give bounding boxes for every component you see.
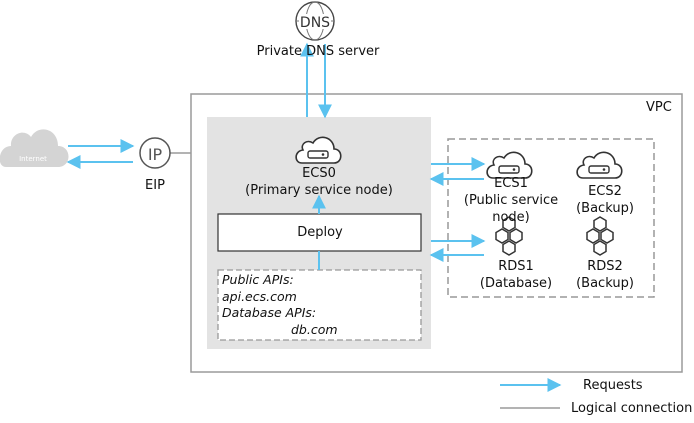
ecs1-role-line1: (Public service [463, 193, 559, 208]
ecs2-name: ECS2 [588, 184, 622, 199]
vpc-label: VPC [646, 100, 672, 115]
legend-logical-label: Logical connection [571, 401, 693, 416]
public-apis-title: Public APIs: [222, 272, 294, 287]
eip-icon: IP [139, 137, 171, 169]
rds1-role: (Database) [479, 276, 553, 291]
database-apis-value: db.com [291, 322, 338, 337]
api-box [217, 269, 422, 341]
public-apis-value: api.ecs.com [222, 289, 297, 304]
ecs2-role: (Backup) [576, 201, 634, 216]
deploy-label: Deploy [297, 225, 343, 240]
eip-label: EIP [145, 178, 165, 193]
legend-requests-label: Requests [583, 378, 643, 393]
ecs0-role: (Primary service node) [245, 183, 393, 198]
internet-cloud-icon: Internet [0, 129, 69, 167]
rds2-role: (Backup) [576, 276, 634, 291]
rds1-name: RDS1 [498, 259, 534, 274]
eip-icon-text: IP [148, 145, 163, 164]
dns-icon-text: DNS [300, 15, 330, 31]
database-apis-title: Database APIs: [222, 305, 317, 320]
ecs0-name: ECS0 [302, 166, 336, 181]
dns-icon: DNS [295, 1, 335, 41]
internet-icon-text: Internet [19, 155, 47, 163]
backend-group [447, 138, 655, 298]
ecs1-role-line2: node) [492, 210, 530, 225]
dns-label: Private DNS server [256, 44, 380, 59]
ecs1-name: ECS1 [494, 176, 528, 191]
rds2-name: RDS2 [587, 259, 623, 274]
